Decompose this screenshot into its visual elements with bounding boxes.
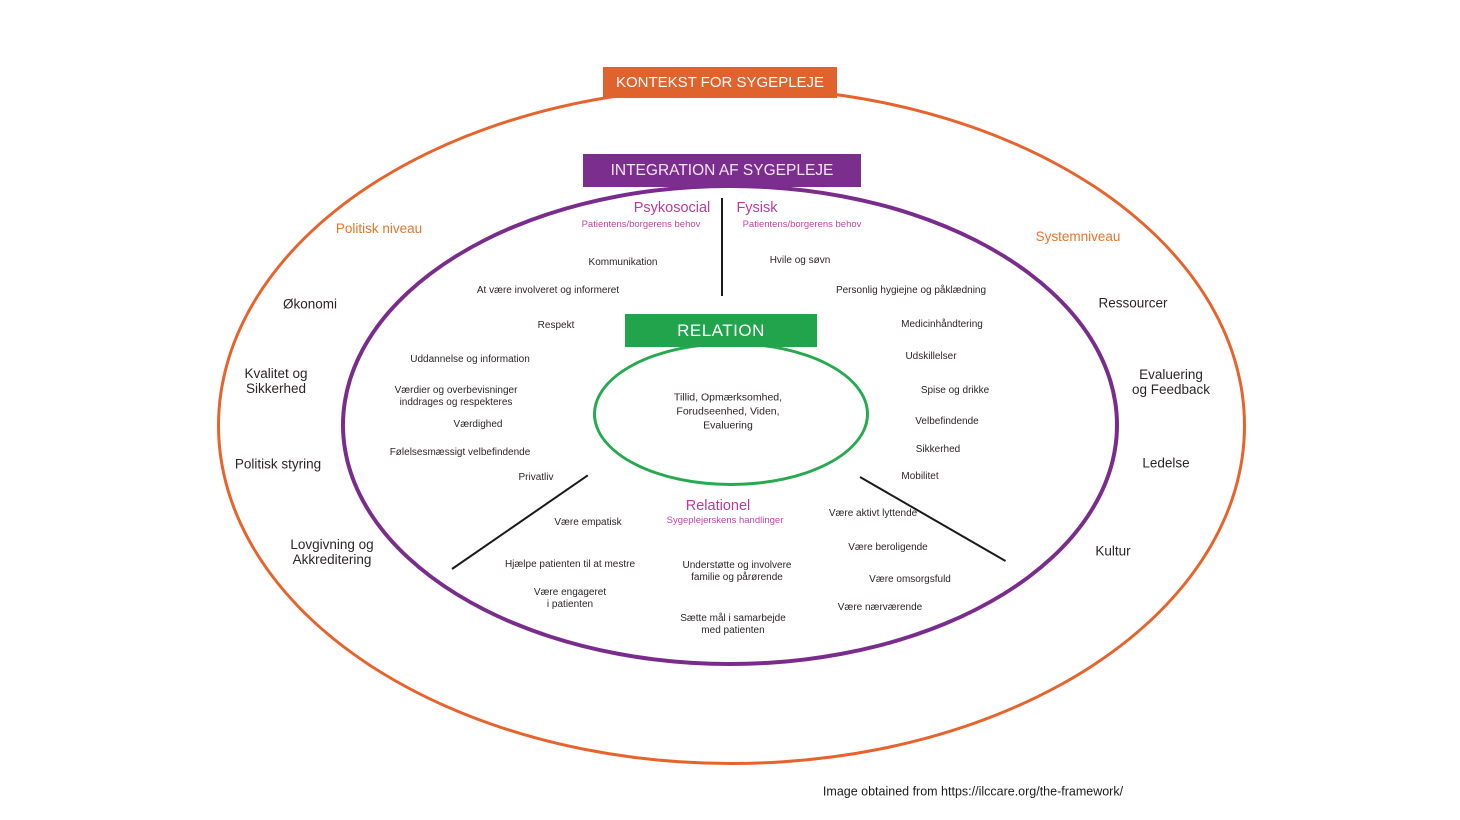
section-title-fysisk: Fysisk <box>736 200 778 217</box>
fysisk-item: Personlig hygiejne og påklædning <box>835 284 987 296</box>
relationel-item: Være empatisk <box>554 516 622 528</box>
section-title-psykosocial: Psykosocial <box>633 200 711 217</box>
fysisk-item: Mobilitet <box>901 470 939 482</box>
outer-item-ressourcer: Ressourcer <box>1098 295 1168 311</box>
context-title-box: KONTEKST FOR SYGEPLEJE <box>603 67 837 98</box>
relationel-item: Være omsorgsfuld <box>869 573 951 585</box>
section-subtitle-fysisk: Patientens/borgerens behov <box>742 219 862 231</box>
relationel-item: Være engageret i patienten <box>533 586 607 610</box>
outer-item-kvalitet-og-sikkerhed: Kvalitet og Sikkerhed <box>244 365 308 396</box>
psykosocial-item: Værdighed <box>453 418 503 430</box>
psykosocial-item: Kommunikation <box>588 256 658 268</box>
integration-title-box: INTEGRATION AF SYGEPLEJE <box>583 154 861 187</box>
outer-item-politisk-styring: Politisk styring <box>234 456 322 472</box>
fysisk-item: Medicinhåndtering <box>901 318 983 330</box>
psykosocial-item: Uddannelse og information <box>410 353 530 365</box>
psykosocial-item: Respekt <box>537 319 575 331</box>
fysisk-item: Spise og drikke <box>920 384 990 396</box>
section-subtitle-psykosocial: Patientens/borgerens behov <box>581 219 701 231</box>
relation-core-text: Tillid, Opmærksomhed, Forudseenhed, Vide… <box>673 391 783 433</box>
outer-item-lovgivning-og-akkreditering: Lovgivning og Akkreditering <box>290 536 374 567</box>
relationel-item: Sætte mål i samarbejde med patienten <box>680 612 786 636</box>
psykosocial-item: Følelsesmæssigt velbefindende <box>389 446 531 458</box>
relationel-item: Være aktivt lyttende <box>828 507 918 519</box>
psykosocial-item: At være involveret og informeret <box>476 284 620 296</box>
psykosocial-fysisk-divider-line <box>721 198 723 296</box>
psykosocial-item: Værdier og overbevisninger inddrages og … <box>394 384 518 408</box>
fysisk-item: Velbefindende <box>915 415 979 427</box>
relation-title-box: RELATION <box>625 314 817 347</box>
outer-item-okonomi: Økonomi <box>282 296 338 312</box>
outer-item-ledelse: Ledelse <box>1142 455 1190 471</box>
relationel-item: Være beroligende <box>848 541 928 553</box>
level-label-systemniveau: Systemniveau <box>1035 228 1121 244</box>
psykosocial-item: Privatliv <box>518 471 554 483</box>
outer-item-kultur: Kultur <box>1095 543 1131 559</box>
fysisk-item: Hvile og søvn <box>769 254 831 266</box>
relationel-item: Være nærværende <box>837 601 923 613</box>
level-label-politisk-niveau: Politisk niveau <box>335 220 423 236</box>
fysisk-item: Udskillelser <box>905 350 957 362</box>
relationel-item: Hjælpe patienten til at mestre <box>504 558 636 570</box>
outer-item-evaluering-og-feedback: Evaluering og Feedback <box>1131 366 1211 397</box>
section-subtitle-relationel: Sygeplejerskens handlinger <box>666 515 784 527</box>
fysisk-item: Sikkerhed <box>915 443 961 455</box>
section-title-relationel: Relationel <box>685 498 751 515</box>
relationel-item: Understøtte og involvere familie og pårø… <box>682 559 792 583</box>
image-source-caption: Image obtained from https://ilccare.org/… <box>822 784 1124 799</box>
